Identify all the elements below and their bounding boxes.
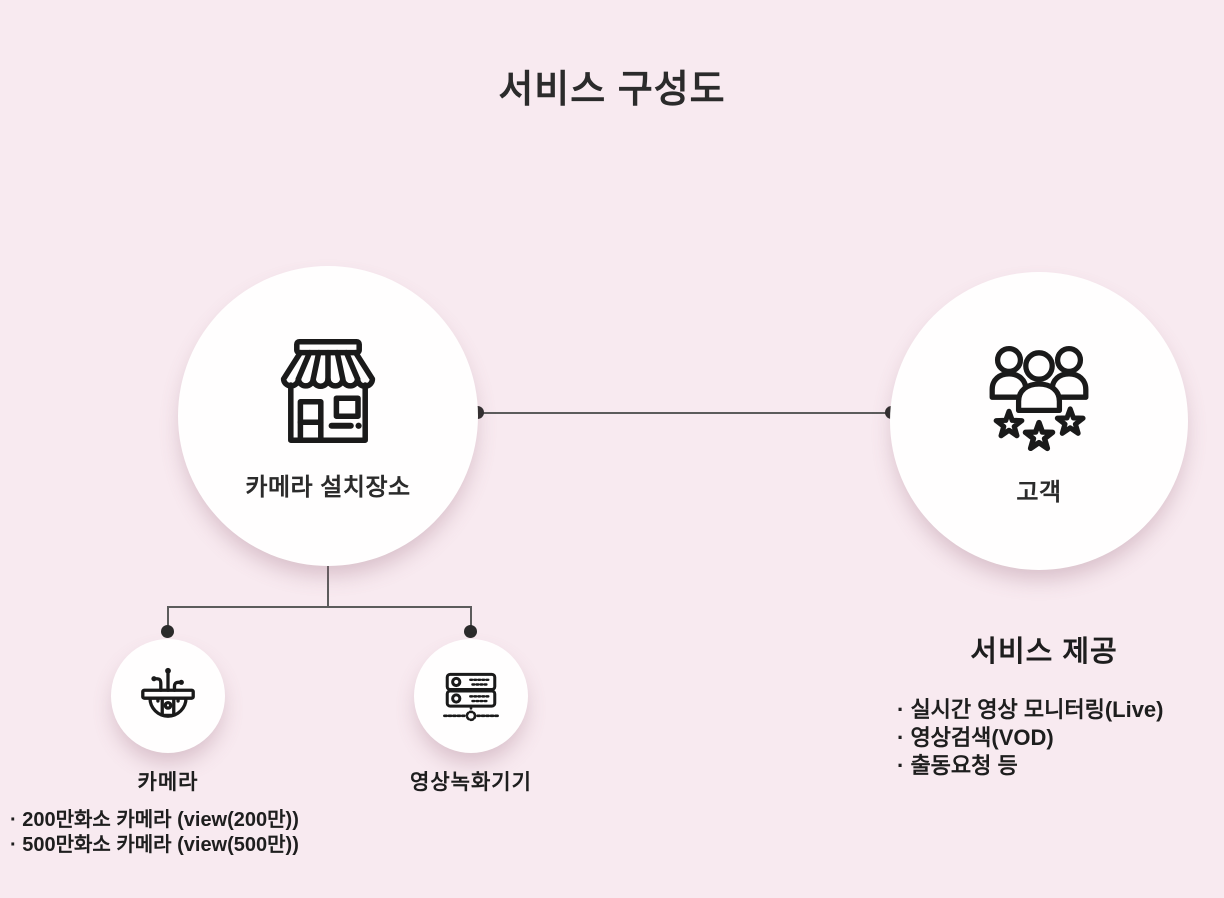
branch-cross-line	[167, 606, 472, 608]
branch-drop-camera	[167, 606, 169, 628]
branch-dot-camera	[161, 625, 174, 638]
camera-spec-item: · 200만화소 카메라 (view(200만))	[10, 809, 299, 831]
customers-stars-icon	[979, 336, 1099, 456]
dome-camera-icon	[132, 660, 204, 732]
customer-node-label: 고객	[1016, 478, 1062, 506]
connector-site-customer	[478, 412, 892, 414]
site-node-label: 카메라 설치장소	[245, 473, 411, 501]
camera-node-label: 카메라	[137, 771, 199, 794]
video-recorder-icon	[435, 660, 507, 732]
services-item: · 실시간 영상 모니터링(Live)	[897, 697, 1164, 722]
camera-node	[111, 639, 225, 753]
recorder-node-label: 영상녹화기기	[410, 771, 532, 794]
services-item: · 출동요청 등	[897, 753, 1018, 778]
customer-node: 고객	[890, 272, 1188, 570]
branch-dot-recorder	[464, 625, 477, 638]
services-list: · 실시간 영상 모니터링(Live) · 영상검색(VOD) · 출동요청 등	[897, 696, 1164, 780]
services-heading: 서비스 제공	[970, 636, 1118, 668]
camera-spec-list: · 200만화소 카메라 (view(200만)) · 500만화소 카메라 (…	[10, 808, 299, 858]
storefront-icon	[268, 331, 388, 451]
branch-drop-recorder	[470, 606, 472, 628]
recorder-node	[414, 639, 528, 753]
diagram-title: 서비스 구성도	[498, 69, 726, 111]
services-item: · 영상검색(VOD)	[897, 725, 1054, 750]
camera-spec-item: · 500만화소 카메라 (view(500만))	[10, 834, 299, 856]
branch-trunk-line	[327, 565, 329, 607]
site-node: 카메라 설치장소	[178, 266, 478, 566]
